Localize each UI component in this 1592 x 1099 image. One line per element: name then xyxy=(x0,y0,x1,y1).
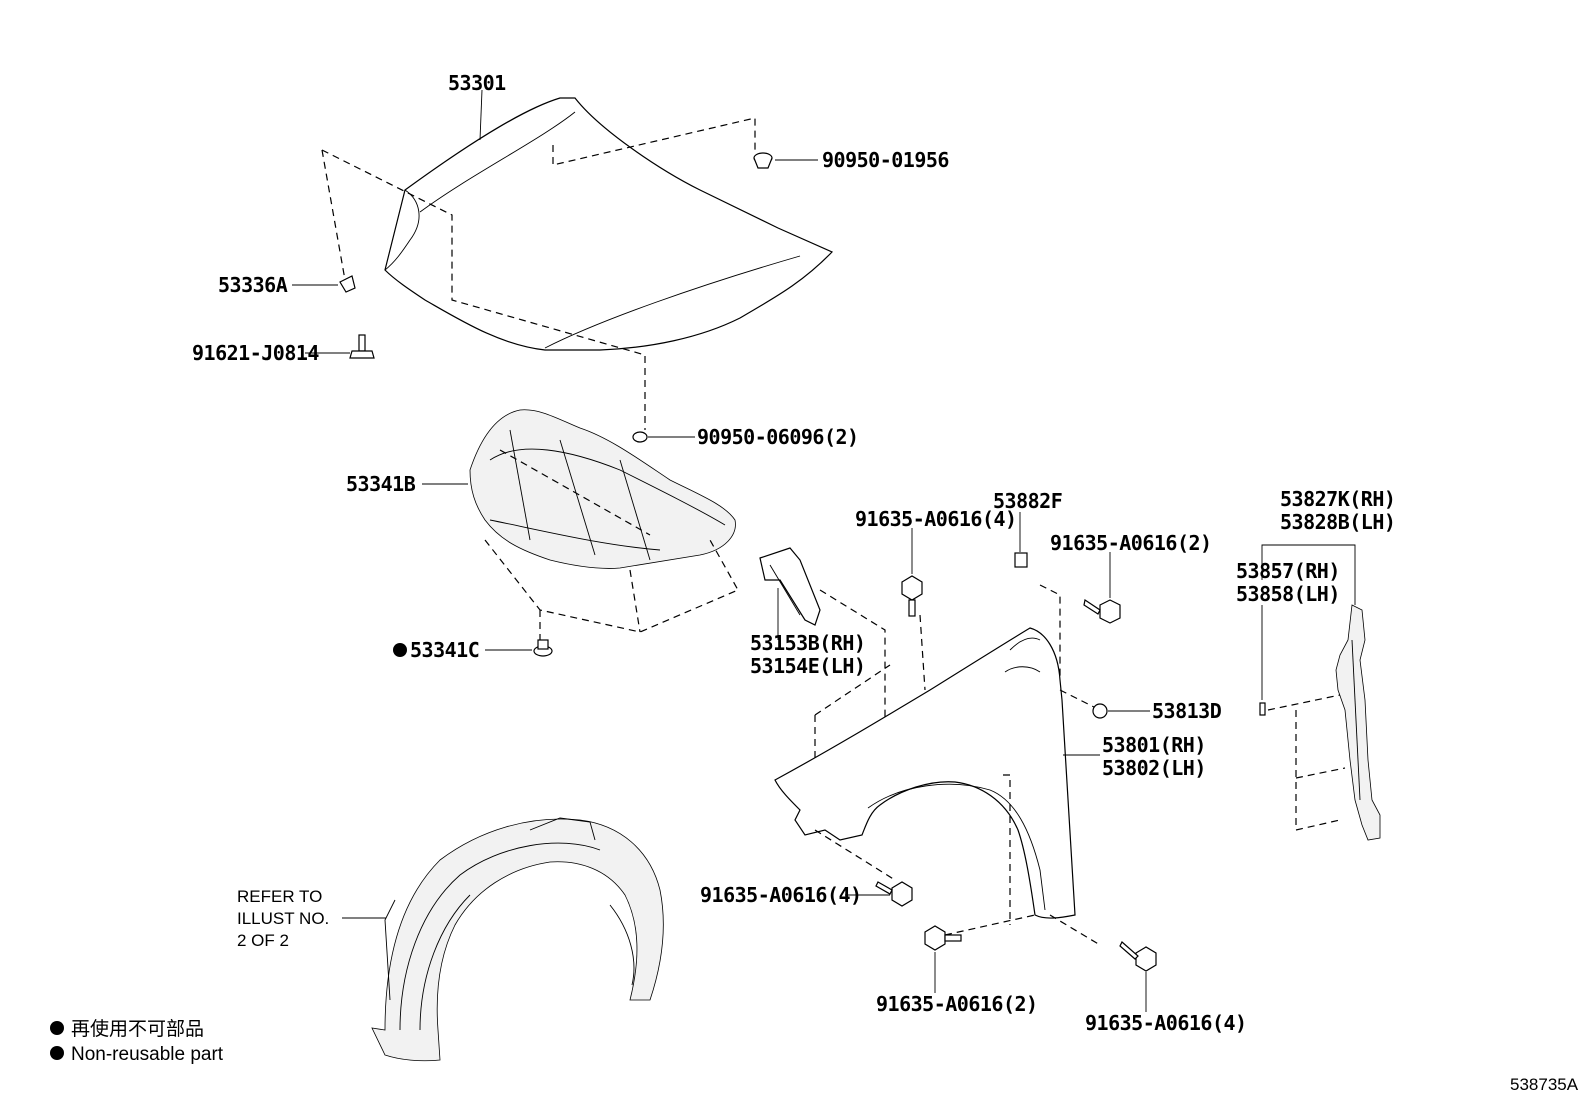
insulator-clip[interactable] xyxy=(533,639,553,657)
refer-line-3: 2 OF 2 xyxy=(237,931,289,950)
non-reusable-marker-icon xyxy=(393,643,407,657)
hood-bolt[interactable] xyxy=(349,334,375,359)
refer-line-2: ILLUST NO. xyxy=(237,909,329,928)
fender-bolt-top-label: 91635-A0616(4) xyxy=(855,507,1017,531)
illustration-id: 538735A xyxy=(1510,1075,1579,1094)
fender-bolt-top[interactable] xyxy=(901,575,923,617)
legend-jp: 再使用不可部品 xyxy=(71,1018,204,1040)
side-seal-rh-label: 53827K(RH) xyxy=(1280,487,1395,511)
hood-grommet[interactable] xyxy=(632,431,648,443)
side-panel-seal[interactable] xyxy=(1259,702,1266,716)
legend-bullet-icon xyxy=(50,1046,64,1060)
fender-rh-label: 53801(RH) xyxy=(1102,733,1206,757)
side-seal-lh-label: 53828B(LH) xyxy=(1280,510,1395,534)
fender-bolt-bottom[interactable] xyxy=(924,925,962,951)
fender-bracket[interactable] xyxy=(759,547,821,626)
hood-bolt-label: 91621-J0814 xyxy=(192,341,319,365)
side-panel-rh-label: 53857(RH) xyxy=(1236,559,1340,583)
hood-insulator[interactable] xyxy=(469,409,736,569)
insulator-clip-label: 53341C xyxy=(410,638,479,662)
side-seal[interactable] xyxy=(1335,604,1381,841)
fender-bolt-rear-label: 91635-A0616(2) xyxy=(1050,531,1212,555)
fender-seal-label: 53882F xyxy=(993,489,1062,513)
fender-cushion[interactable] xyxy=(1092,703,1108,719)
bracket-lh-label: 53154E(LH) xyxy=(750,654,865,678)
fender-liner[interactable] xyxy=(371,817,664,1062)
fender-bolt-lower-rear[interactable] xyxy=(1119,941,1157,972)
fender-bolt-lower-rear-label: 91635-A0616(4) xyxy=(1085,1011,1247,1035)
hood-label: 53301 xyxy=(448,71,506,95)
hood-cushion-clip-label: 90950-01956 xyxy=(822,148,949,172)
insulator-label: 53341B xyxy=(346,472,416,496)
hood-stay-bracket-label: 53336A xyxy=(218,273,288,297)
fender-bolt-front-label: 91635-A0616(4) xyxy=(700,883,862,907)
bracket-rh-label: 53153B(RH) xyxy=(750,631,865,655)
front-fender[interactable] xyxy=(774,627,1076,919)
side-panel-lh-label: 53858(LH) xyxy=(1236,582,1340,606)
fender-bolt-rear[interactable] xyxy=(1083,599,1121,624)
fender-lh-label: 53802(LH) xyxy=(1102,756,1206,780)
fender-seal[interactable] xyxy=(1014,552,1028,568)
refer-line-1: REFER TO xyxy=(237,887,322,906)
hood-grommet-label: 90950-06096(2) xyxy=(697,425,859,449)
fender-bolt-bottom-label: 91635-A0616(2) xyxy=(876,992,1038,1016)
hood-stay-bracket[interactable] xyxy=(339,275,356,293)
hood-cushion-clip[interactable] xyxy=(753,152,773,169)
legend-en: Non-reusable part xyxy=(71,1044,224,1065)
legend-bullet-icon xyxy=(50,1021,64,1035)
fender-bolt-front[interactable] xyxy=(875,881,913,907)
hood[interactable] xyxy=(384,97,834,351)
fender-cushion-label: 53813D xyxy=(1152,699,1222,723)
